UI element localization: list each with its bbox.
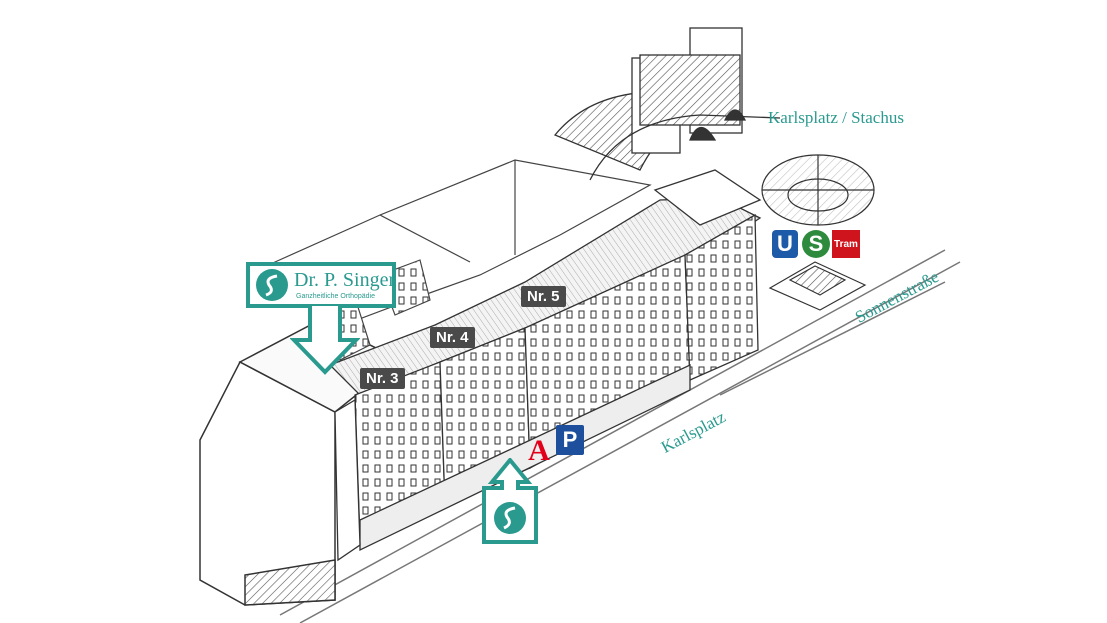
- building-label-nr4: Nr. 4: [430, 327, 475, 348]
- ubahn-icon: U: [772, 230, 798, 258]
- practice-name: Dr. P. Singer: [294, 269, 396, 291]
- building-label-nr3: Nr. 3: [360, 368, 405, 389]
- station-entrance: [768, 261, 867, 311]
- building-label-nr5: Nr. 5: [521, 286, 566, 307]
- sbahn-icon: S: [802, 230, 830, 258]
- street-lines: [279, 249, 961, 623]
- stachus-dome: [761, 154, 875, 226]
- tram-icon: Tram: [832, 230, 860, 258]
- karlstor-gate: [553, 27, 781, 181]
- callout-arrow-down-icon: [290, 306, 360, 375]
- entrance-arrow-up-icon: [482, 458, 538, 544]
- practice-callout: Dr. P. Singer Ganzheitliche Orthopädie: [246, 262, 396, 308]
- pharmacy-icon: A: [528, 434, 550, 467]
- practice-subtitle: Ganzheitliche Orthopädie: [296, 293, 375, 300]
- street-label-karlsplatz-stachus: Karlsplatz / Stachus: [768, 108, 904, 127]
- practice-logo-icon: [256, 269, 288, 301]
- parking-icon: P: [556, 425, 584, 455]
